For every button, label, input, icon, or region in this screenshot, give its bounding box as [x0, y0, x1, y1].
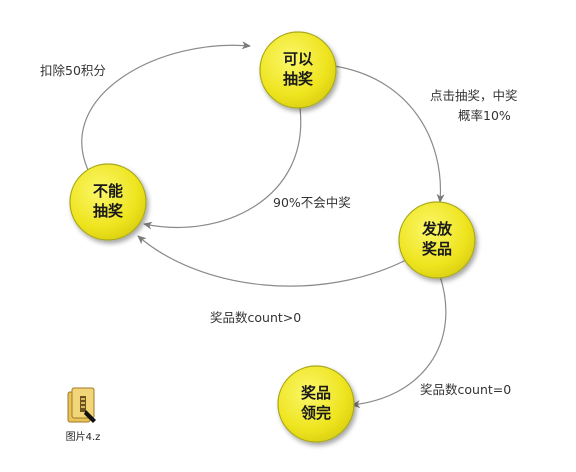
label-no-win: 90%不会中奖	[273, 195, 351, 210]
arrow-dispense-to-cannot	[137, 235, 411, 287]
state-can-draw-line2: 抽奖	[283, 70, 314, 88]
folder-file-icon	[67, 387, 96, 423]
label-count-eq-zero: 奖品数count=0	[420, 382, 511, 397]
state-cannot-draw: 不能 抽奖	[69, 163, 147, 241]
state-cannot-draw-line2: 抽奖	[93, 202, 124, 220]
state-prizes-out: 奖品 领完	[277, 365, 355, 443]
file-item[interactable]: 图片4.z	[66, 387, 101, 443]
arrow-cannot-to-can	[81, 41, 251, 171]
label-deduct-points: 扣除50积分	[40, 63, 106, 78]
arrow-can-to-dispense	[333, 65, 445, 203]
label-click-draw-line1: 点击抽奖，中奖	[430, 88, 518, 103]
state-cannot-draw-line1: 不能	[93, 182, 123, 200]
state-can-draw: 可以 抽奖	[259, 31, 337, 109]
state-dispense-line1: 发放	[421, 220, 453, 238]
label-click-draw-line2: 概率10%	[458, 108, 511, 123]
label-count-gt-zero: 奖品数count>0	[210, 310, 301, 325]
state-dispense: 发放 奖品	[398, 201, 476, 279]
state-prizes-out-line1: 奖品	[301, 384, 331, 402]
state-prizes-out-line2: 领完	[300, 404, 331, 422]
state-dispense-line2: 奖品	[422, 240, 452, 258]
arrow-dispense-to-prizes-out	[351, 275, 447, 409]
file-name-label: 图片4.z	[66, 430, 101, 443]
state-can-draw-line1: 可以	[283, 50, 313, 68]
arrow-can-to-cannot	[143, 107, 302, 230]
